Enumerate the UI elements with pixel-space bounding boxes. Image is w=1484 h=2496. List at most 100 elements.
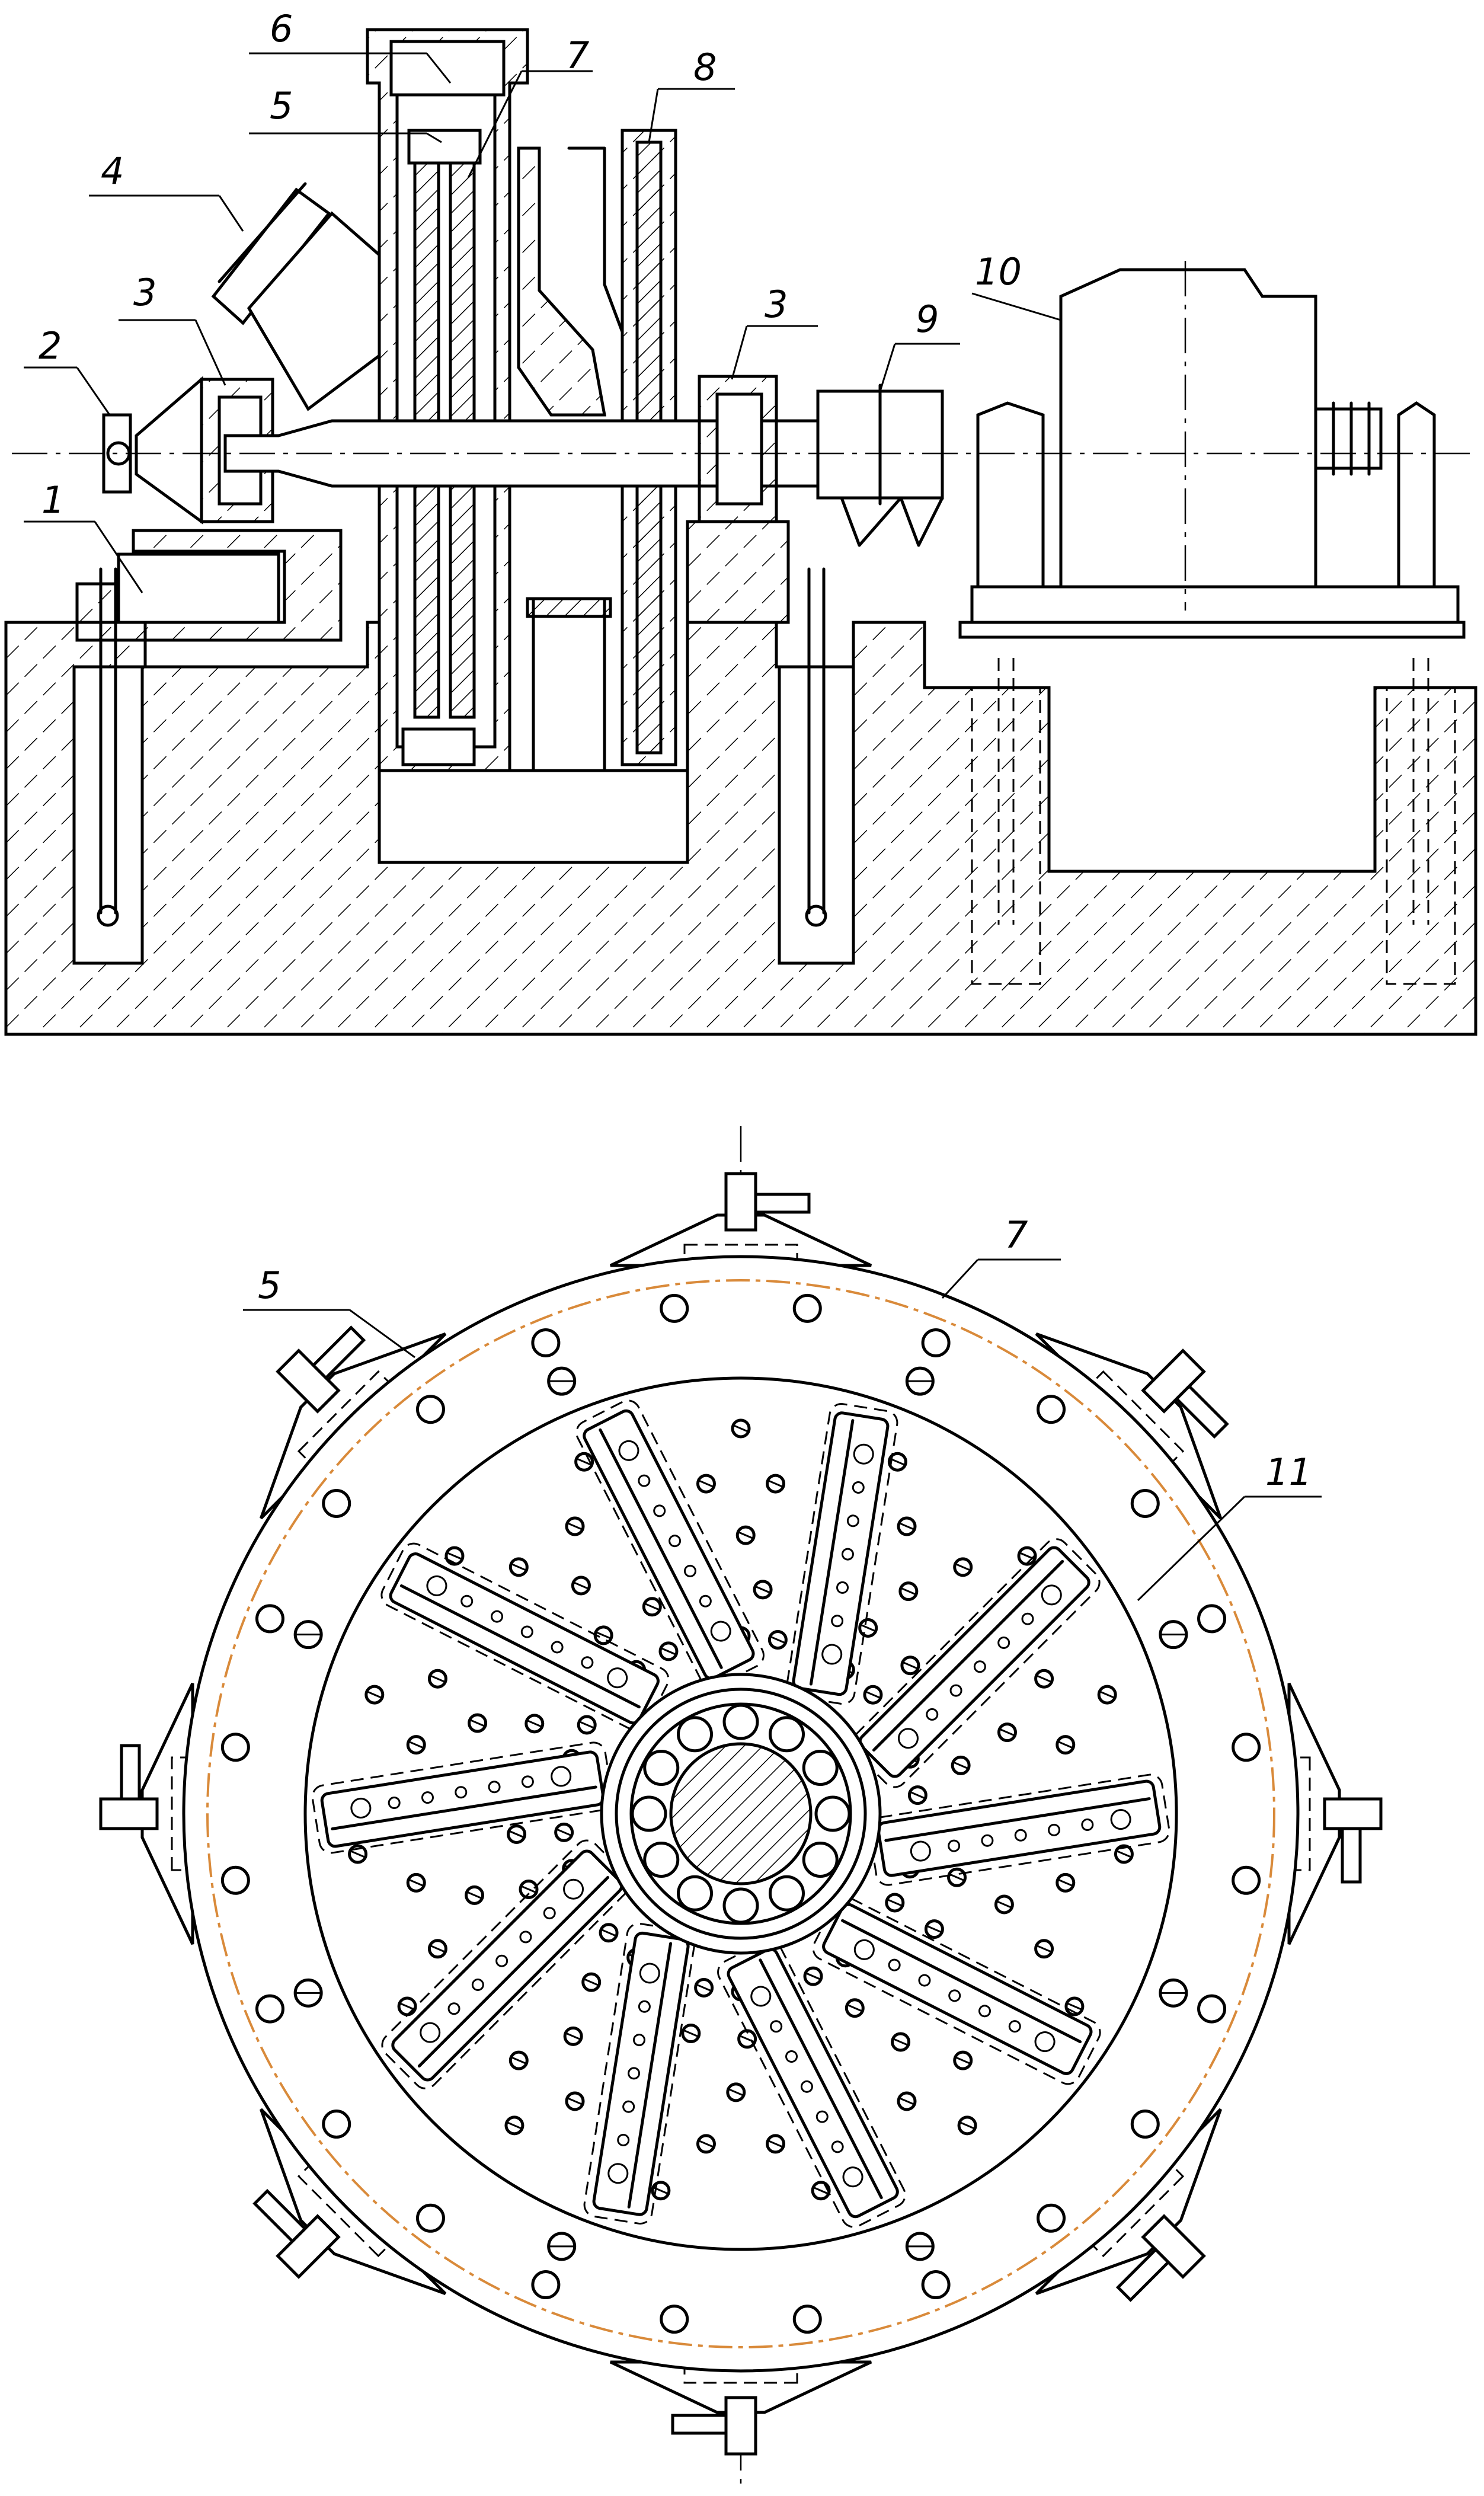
screw <box>364 1685 385 1705</box>
blade-hole <box>460 1594 474 1607</box>
blade-hole <box>622 2100 635 2113</box>
lug-ear <box>120 1744 141 1801</box>
hub-bolt-holes <box>631 1704 851 1924</box>
pitch-circle <box>206 1279 1275 2348</box>
screw <box>994 1894 1014 1915</box>
support-pad <box>526 597 612 618</box>
hub-hole <box>677 1875 713 1912</box>
screw <box>599 1923 619 1943</box>
screw <box>811 2181 831 2201</box>
blade-hole <box>639 1963 660 1984</box>
screw <box>753 1580 773 1600</box>
callout-label: 10 <box>975 250 1022 293</box>
blade-hole <box>669 1535 682 1548</box>
blade-hole <box>521 1775 534 1788</box>
screw-slot <box>898 2096 916 2106</box>
blade-hole <box>426 1575 447 1596</box>
hub-hole <box>814 1795 851 1832</box>
screw <box>696 2134 716 2154</box>
end-cap <box>135 376 203 525</box>
bolt-hole <box>220 1865 250 1895</box>
side-callouts: 6 7 5 8 4 3 10 9 2 3 1 <box>24 7 1061 593</box>
support-frame <box>378 769 689 864</box>
blade-hole <box>831 1615 844 1628</box>
bolt-hole <box>792 2305 822 2334</box>
hub-hole <box>769 1716 805 1753</box>
blade-hole <box>710 1621 731 1642</box>
screw-slot <box>600 1928 618 1938</box>
blade-edge <box>399 1584 641 1709</box>
hub-hole <box>722 1887 759 1924</box>
callout-label: 9 <box>916 298 939 341</box>
bolt-hole <box>660 2305 689 2334</box>
blade <box>380 1542 670 1732</box>
screw <box>571 1575 591 1596</box>
screw-slot <box>407 1740 425 1749</box>
casing-top <box>389 40 506 97</box>
screw <box>1034 1669 1054 1689</box>
callout-label: 3 <box>765 283 788 326</box>
screw-slot <box>575 1457 593 1466</box>
screw-slot <box>578 1720 596 1730</box>
screw-slot <box>769 1635 786 1644</box>
blade-edge <box>841 1919 1082 2044</box>
lug-ear <box>754 1193 811 1214</box>
screw-slot <box>1035 1944 1053 1954</box>
blade-hole <box>488 1781 501 1794</box>
lug-ear <box>252 2188 308 2243</box>
screw-slot <box>428 1674 447 1683</box>
screw-slot <box>366 1690 383 1699</box>
screw <box>887 1452 907 1472</box>
screw <box>508 1557 529 1577</box>
blade-body <box>792 1411 890 1696</box>
blade-hole <box>1110 1809 1131 1830</box>
lug-ear <box>1341 1827 1362 1884</box>
screw-slot <box>998 1728 1016 1737</box>
blade-hole <box>997 1636 1010 1649</box>
bolt-hole <box>921 2270 951 2300</box>
screw-slot <box>407 1878 425 1887</box>
blade-hole <box>551 1641 564 1654</box>
blade-hole <box>551 1766 572 1787</box>
blade-hole <box>910 1840 931 1862</box>
hub-hole <box>769 1875 805 1912</box>
screw-slot <box>583 1977 600 1987</box>
callout-label: 7 <box>566 34 589 77</box>
screw-slot <box>898 1522 916 1531</box>
screw-slot <box>465 1891 484 1900</box>
screw <box>731 1418 751 1439</box>
screw-slot <box>812 2186 830 2195</box>
blade-hole <box>563 1878 584 1900</box>
blade-hole <box>785 2050 798 2063</box>
bolt-hole <box>1130 2110 1160 2139</box>
bolt-hole <box>921 1328 951 1357</box>
blade-hole <box>926 1708 939 1721</box>
screw <box>694 1977 714 1998</box>
lug-ear <box>1115 2247 1170 2302</box>
screw <box>726 2082 746 2102</box>
screw <box>504 2115 524 2136</box>
blade-hole <box>632 2034 645 2047</box>
screw <box>427 1669 447 1689</box>
hub-hole <box>722 1704 759 1740</box>
bolt-pocket <box>778 665 855 965</box>
screw-slot <box>909 1791 926 1800</box>
pedestal-right <box>686 520 790 624</box>
blade <box>717 1939 906 2228</box>
blade-hole <box>842 2166 863 2188</box>
screw <box>444 1546 465 1566</box>
screw-slot <box>925 1925 943 1933</box>
screw <box>465 1885 485 1905</box>
screw <box>565 1516 585 1536</box>
screw <box>507 1824 527 1844</box>
screw <box>863 1685 883 1705</box>
screw-slot <box>952 1761 970 1770</box>
hub-ring <box>615 1688 867 1940</box>
screw-slot <box>566 2096 584 2106</box>
blade-hole <box>1014 1829 1027 1842</box>
screw <box>406 1872 426 1893</box>
blade-hole <box>821 1644 843 1665</box>
blade-body <box>877 1779 1162 1877</box>
blade-hole <box>973 1660 986 1673</box>
shaft-section <box>669 1742 813 1885</box>
